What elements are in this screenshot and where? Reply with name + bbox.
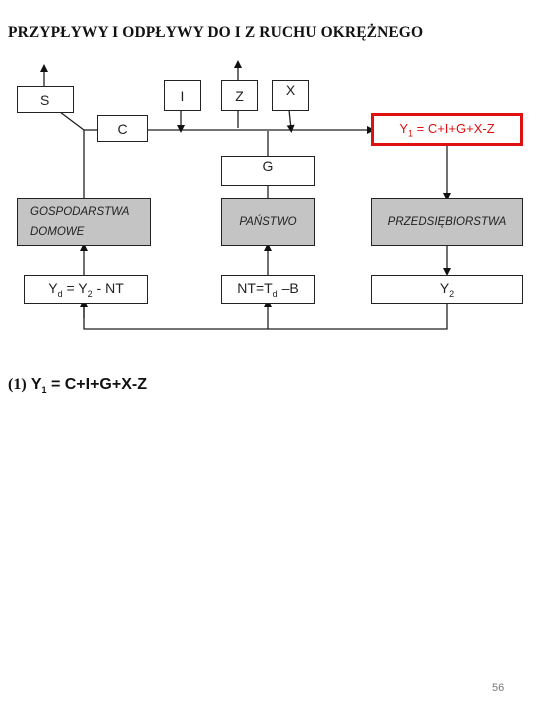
x-label: X xyxy=(285,82,296,98)
equation-rest: = C+I+G+X-Z xyxy=(46,376,147,393)
i-box: I xyxy=(164,80,201,111)
z-box: Z xyxy=(221,80,258,111)
s-box: S xyxy=(17,86,74,113)
gospodarstwa-label-line1: GOSPODARSTWA xyxy=(30,206,130,218)
przedsiebiorstwa-box: PRZEDSIĘBIORSTWA xyxy=(371,198,523,246)
bottom-loop-line xyxy=(83,303,448,330)
przedsiebiorstwa-label: PRZEDSIĘBIORSTWA xyxy=(387,216,507,228)
yd-label: Yd = Y2 - NT xyxy=(48,280,124,299)
equation-prefix: Y xyxy=(26,376,42,393)
equation: (1) Y1 = C+I+G+X-Z xyxy=(8,376,147,395)
gospodarstwa-label-line2: DOMOWE xyxy=(30,226,85,238)
gospodarstwa-domowe-box: GOSPODARSTWA DOMOWE xyxy=(17,198,151,246)
y1-box: Y1 = C+I+G+X-Z xyxy=(371,113,523,146)
page-number: 56 xyxy=(492,682,505,694)
y2-box: Y2 xyxy=(371,275,523,304)
equation-number: (1) xyxy=(8,376,27,393)
g-box: G xyxy=(221,156,315,186)
y1-label: Y1 = C+I+G+X-Z xyxy=(399,120,495,139)
c-box: C xyxy=(97,115,148,142)
panstwo-box: PAŃSTWO xyxy=(221,198,315,246)
x-box: X xyxy=(272,80,309,111)
page-title: PRZYPŁYWY I ODPŁYWY DO I Z RUCHU OKRĘŻNE… xyxy=(8,24,424,41)
yd-box: Yd = Y2 - NT xyxy=(24,275,148,304)
y2-label: Y2 xyxy=(439,280,455,299)
g-label: G xyxy=(262,158,274,174)
i-label: I xyxy=(180,87,185,104)
equation-sub: 1 xyxy=(41,385,47,396)
x-inflow-arrow xyxy=(286,109,295,133)
nt-box: NT=Td –B xyxy=(221,275,315,304)
z-label: Z xyxy=(235,87,244,104)
c-label: C xyxy=(117,120,128,137)
s-label: S xyxy=(40,91,50,108)
s-to-c-line xyxy=(59,111,85,131)
nt-label: NT=Td –B xyxy=(237,280,299,299)
panstwo-label: PAŃSTWO xyxy=(239,216,297,228)
